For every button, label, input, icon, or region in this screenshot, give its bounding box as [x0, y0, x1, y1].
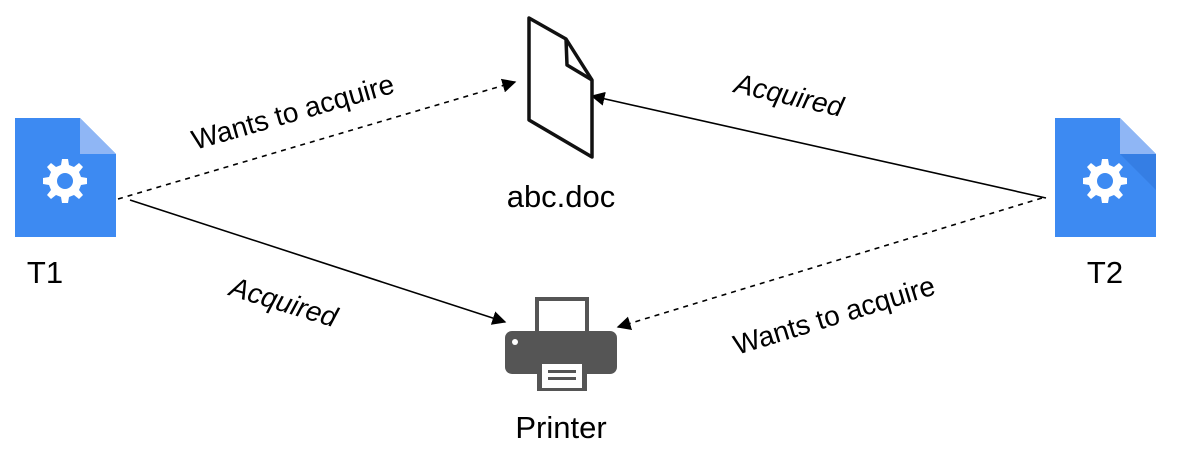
settings-file-icon — [15, 118, 116, 237]
printer-icon — [505, 297, 617, 391]
settings-file-icon — [1055, 118, 1156, 237]
t1-label: T1 — [27, 255, 63, 290]
edge-t1-to-doc — [117, 78, 517, 200]
edge-t2-to-printer — [616, 197, 1043, 331]
edge-t1-to-printer — [129, 199, 507, 325]
document-icon — [527, 16, 594, 159]
edge-label-t1-acquired-printer: Acquired — [224, 271, 342, 334]
edge-label-t2-acquired-doc: Acquired — [730, 67, 848, 123]
t1-node: T1 — [15, 118, 116, 290]
t2-node: T2 — [1055, 118, 1156, 290]
doc-node: abc.doc — [507, 16, 616, 214]
edge-t2-to-doc — [590, 91, 1047, 199]
printer-label: Printer — [515, 410, 606, 445]
edge-label-t1-wants-doc: Wants to acquire — [188, 68, 398, 155]
printer-node: Printer — [505, 297, 617, 445]
t2-label: T2 — [1087, 255, 1123, 290]
doc-label: abc.doc — [507, 179, 616, 214]
